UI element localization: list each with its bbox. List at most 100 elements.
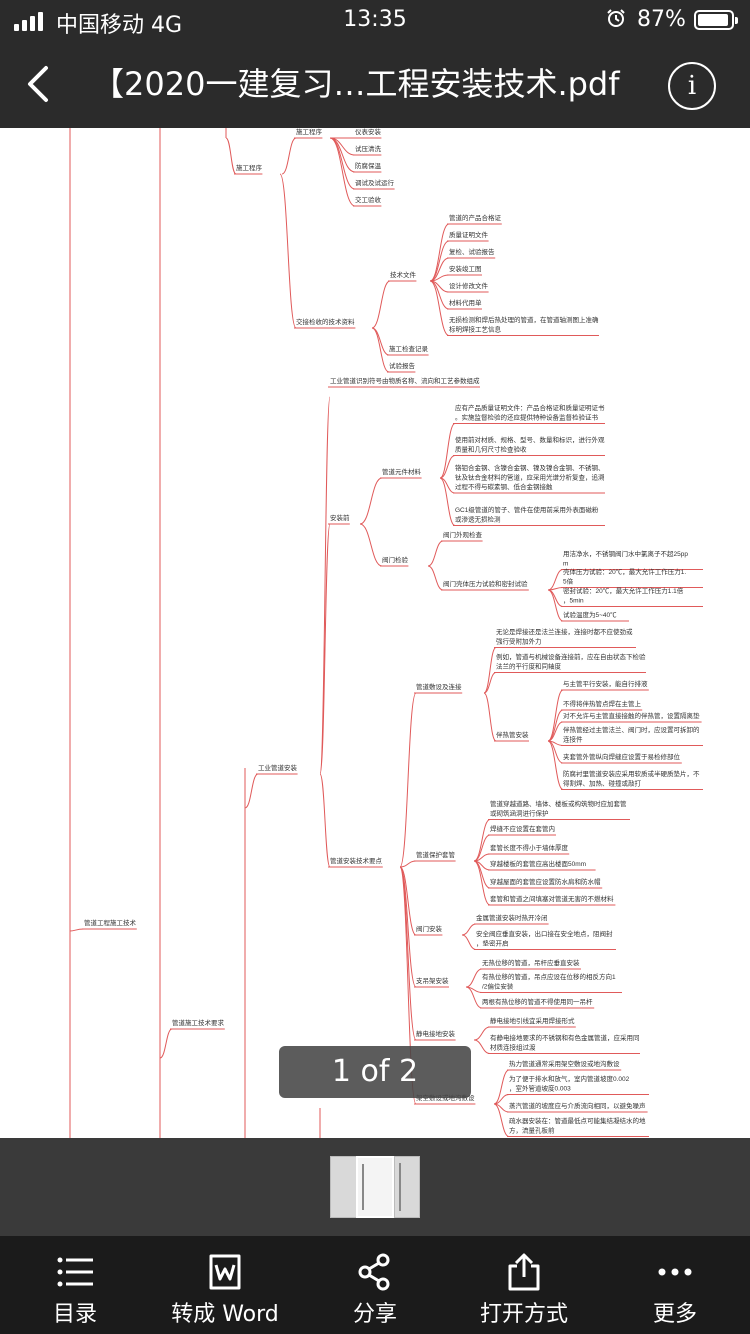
mindmap-node-text: ，垫密开启 (476, 939, 509, 948)
mindmap-connector (439, 455, 456, 479)
nav-bar: 【2020一建复习…工程安装技术.pdf i (0, 40, 750, 128)
mindmap-node-text: 壳体压力试验：20℃，最大允许工作压力1. (563, 567, 686, 576)
mindmap-node-text: 对不允许与主管直接接触的伴热管，设置隔离垫 (563, 711, 700, 720)
mindmap-node-text: 穿越屋面的套管应设置防水肩和防水帽 (490, 877, 601, 886)
mindmap-connector (359, 477, 383, 525)
convert-to-word-button[interactable]: 转成 Word (160, 1236, 290, 1334)
mindmap-connector (371, 327, 390, 373)
mindmap-connector (371, 280, 391, 329)
mindmap-node-text: 静电接地安装 (416, 1029, 456, 1038)
mindmap-node-text: 调试及试运行 (355, 178, 395, 187)
mindmap-node-text: 或渗透无损检测 (455, 515, 501, 524)
mindmap-connector (429, 280, 450, 336)
catalog-button[interactable]: 目录 (30, 1236, 120, 1334)
mindmap-node-text: 套管和管道之间填塞对管道无害的不燃材料 (490, 894, 614, 903)
mindmap-node-text: 材料代用单 (449, 298, 482, 307)
mindmap-connector (319, 523, 331, 775)
mindmap-connector (473, 834, 491, 862)
mindmap-connector (359, 523, 383, 567)
mindmap-node-text: 安装竣工图 (449, 264, 482, 273)
open-with-label: 打开方式 (479, 1302, 568, 1327)
mindmap-connector (439, 477, 456, 526)
info-icon[interactable]: i (668, 62, 716, 110)
mindmap-node-text: 例如，管道与机械设备连接前，应在自由状态下检验 (496, 652, 646, 661)
mindmap-node-text: 施工程序 (236, 163, 263, 172)
mindmap-node-text: 质量证明文件 (449, 230, 489, 239)
mindmap-node-text: 钛及钛合金材料的管道，应采用光谱分析复查，追溯 (455, 473, 605, 482)
mindmap-node-text: 蒸汽管道的坡度应与介质流向相同，以避免噪声 (509, 1101, 646, 1110)
mindmap-connector (329, 137, 356, 207)
mindmap-node-text: /2偏位安装 (482, 982, 514, 991)
share-button[interactable]: 分享 (330, 1236, 420, 1334)
page-thumbnail-current[interactable] (356, 1156, 394, 1218)
mindmap-l1: 管道施工技术要求 (172, 1018, 225, 1027)
mindmap-node-text: 防腐衬里管道安装应采用软质或半硬质垫片，不 (563, 769, 700, 778)
mindmap-connector (399, 866, 417, 936)
mindmap-node-text: 复检、试验报告 (449, 247, 495, 256)
mindmap-node-text: 法兰的平行度和同轴度 (496, 662, 562, 671)
status-bar: 中国移动 4G 13:35 87% (0, 0, 750, 40)
mindmap-node-text: 施工检查记录 (389, 344, 429, 353)
mindmap-connector (461, 923, 477, 936)
mindmap-node-text: 设计修改文件 (449, 281, 489, 290)
mindmap-node-text: 伴热管经过主管法兰、阀门时，应设置可拆卸的 (563, 725, 700, 734)
mindmap-node-text: 疏水器安装在：管道最低点可能集结凝结水的地 (509, 1116, 646, 1125)
mindmap-node-text: 材质连接组过渡 (490, 1043, 536, 1052)
mindmap-connector (244, 773, 259, 809)
more-button[interactable]: 更多 (630, 1236, 720, 1334)
mindmap-connector (465, 986, 483, 1009)
mindmap-node-text: 。实施监督检验的还应提供特种设备监督检验证书 (455, 413, 599, 422)
mindmap-connector (427, 565, 444, 591)
mindmap-node-text: 为了便于排水和放气，室内管道坡度0.002 (509, 1074, 630, 1083)
mindmap-node-text: 试验报告 (389, 361, 416, 370)
mindmap-connector (69, 928, 85, 932)
mindmap-connector (483, 672, 497, 694)
mindmap-node-text: 阀门壳体压力试验和密封试验 (443, 579, 528, 588)
mindmap-connector (483, 692, 497, 742)
mindmap-connector (547, 721, 564, 742)
mindmap-connector (319, 773, 331, 868)
mindmap-node-text: 或砌筑涵洞进行保护 (490, 809, 549, 818)
mindmap-node-text: 热力管道通常采用架空敷设或地沟敷设 (509, 1059, 620, 1068)
share-icon (358, 1253, 390, 1291)
document-title: 【2020一建复习…工程安装技术.pdf (92, 65, 620, 103)
mindmap-connector (547, 689, 564, 742)
word-document-icon (209, 1254, 241, 1290)
mindmap-node-text: 阀门检验 (382, 555, 409, 564)
mindmap-node-text: 使用前对材质、规格、型号、数量和标识，进行外观 (455, 435, 605, 444)
mindmap-node-text: 试验温度为5~40℃ (563, 610, 617, 619)
mindmap-node-text: 过程不得与碳素钢、低合金钢接触 (455, 482, 553, 491)
open-with-button[interactable]: 打开方式 (466, 1236, 582, 1334)
mindmap-node-text: 两根有热位移的管道不得使用同一吊杆 (482, 997, 593, 1006)
mindmap-node-text: 工业管道识别符号由物质名称、流向和工艺参数组成 (330, 376, 480, 385)
mindmap-connector (439, 423, 456, 479)
page-thumbnail-strip[interactable] (0, 1138, 750, 1236)
pdf-viewer[interactable]: 管道工程施工技术管道施工技术要求施工程序施工程序仪表安装试压清洗防腐保温调试及试… (0, 128, 750, 1138)
mindmap-connector (547, 740, 564, 764)
mindmap-connector (329, 137, 356, 173)
mindmap-node-text: 阀门外观检查 (443, 530, 483, 539)
mindmap-node-text: 5倍 (563, 577, 574, 586)
mindmap-node-text: 不得将伴热管点焊在主管上 (563, 699, 642, 708)
share-label: 分享 (352, 1302, 397, 1327)
mindmap-connector (473, 860, 491, 906)
mindmap-node-text: 交工验收 (355, 195, 382, 204)
mindmap-node-text: 仪表安装 (355, 128, 382, 136)
signal-strength-icon (14, 11, 43, 31)
mindmap-connector (429, 240, 450, 282)
mindmap-node-text: 铬钼合金钢、含镍合金钢、镍及镍合金钢、不锈钢、 (455, 463, 605, 472)
mindmap-node-text: 连接件 (563, 735, 583, 744)
mindmap-node-text: GC1级管道的管子、管件在使用前采用外表面磁粉 (455, 505, 599, 514)
mindmap-connector (429, 280, 450, 310)
list-icon (57, 1257, 93, 1287)
mindmap-connector (281, 137, 297, 175)
mindmap-node-text: 管道的产品合格证 (449, 213, 502, 222)
mindmap-connector (473, 1026, 491, 1041)
mindmap-connector (399, 866, 417, 1041)
page-thumbnail[interactable] (394, 1156, 420, 1218)
back-chevron-icon[interactable] (22, 62, 62, 106)
convert-label: 转成 Word (171, 1302, 279, 1327)
bottom-toolbar: 目录 转成 Word 分享 打开方式 更多 (0, 1236, 750, 1334)
more-label: 更多 (652, 1302, 697, 1327)
mindmap-node-text: m (563, 561, 568, 568)
